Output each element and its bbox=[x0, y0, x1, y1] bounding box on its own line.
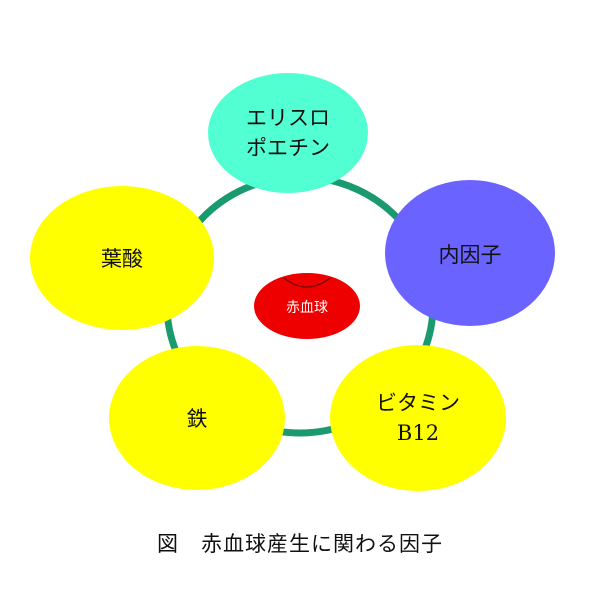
node-erythropoietin: エリスロ ポエチン bbox=[208, 73, 368, 193]
node-folic-acid-label: 葉酸 bbox=[101, 247, 143, 271]
node-vitamin-b12: ビタミン B12 bbox=[330, 345, 506, 491]
red-blood-cell-shape bbox=[254, 273, 360, 339]
node-iron: 鉄 bbox=[109, 346, 285, 490]
red-blood-cell-label: 赤血球 bbox=[286, 300, 328, 316]
center-red-blood-cell: 赤血球 bbox=[254, 273, 360, 339]
node-folic-acid-shape bbox=[30, 186, 214, 330]
node-erythropoietin-label-line2: ポエチン bbox=[246, 136, 330, 160]
node-erythropoietin-shape bbox=[208, 73, 368, 193]
node-iron-shape bbox=[109, 346, 285, 490]
figure-caption: 図 赤血球産生に関わる因子 bbox=[157, 532, 443, 556]
red-blood-cell-dimple bbox=[283, 277, 331, 288]
node-vitamin-b12-shape bbox=[330, 345, 506, 491]
node-iron-label: 鉄 bbox=[187, 407, 208, 431]
node-erythropoietin-label-line1: エリスロ bbox=[246, 106, 330, 130]
node-intrinsic-factor: 内因子 bbox=[385, 180, 555, 326]
node-intrinsic-factor-label: 内因子 bbox=[439, 243, 502, 267]
node-vitamin-b12-label-line2: B12 bbox=[397, 421, 439, 445]
node-vitamin-b12-label-line1: ビタミン bbox=[376, 391, 460, 415]
node-intrinsic-factor-shape bbox=[385, 180, 555, 326]
node-folic-acid: 葉酸 bbox=[30, 186, 214, 330]
